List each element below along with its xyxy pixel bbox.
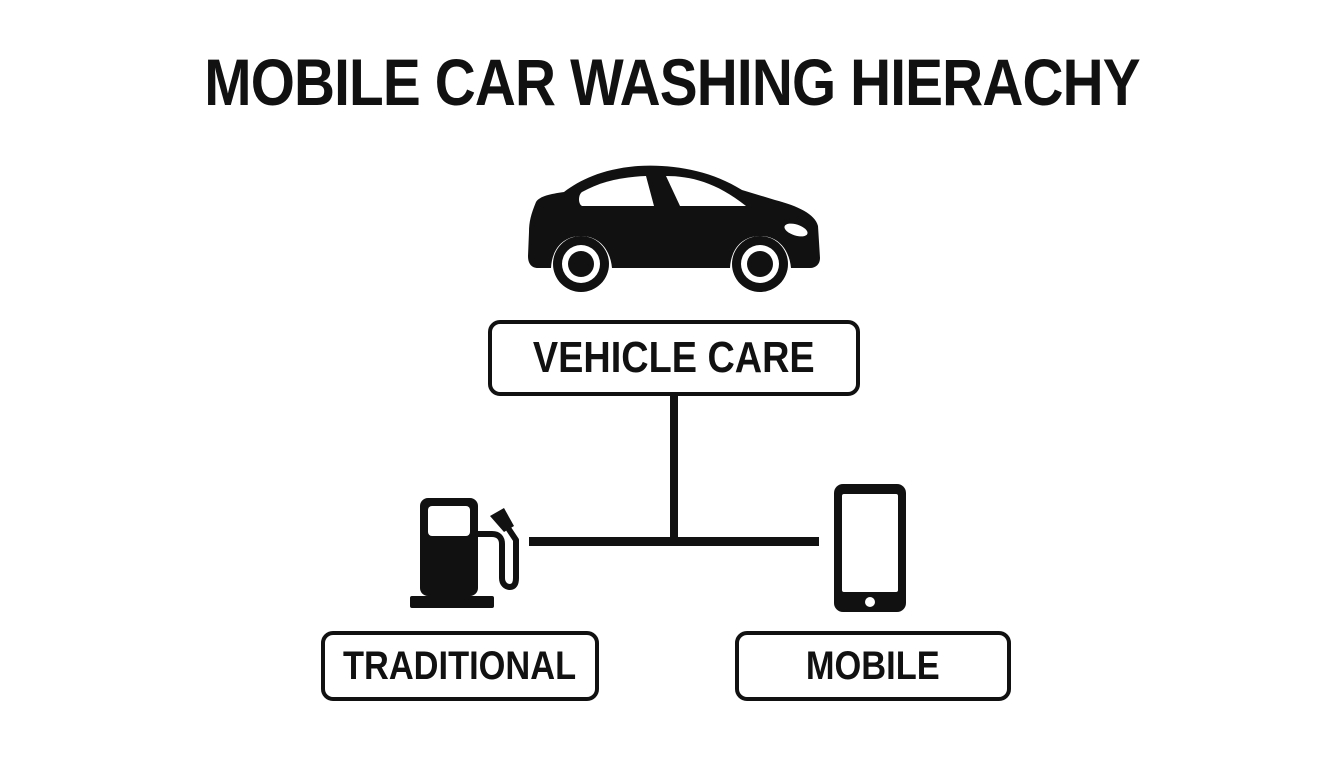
node-vehicle-care-label: VEHICLE CARE [533, 333, 815, 382]
node-mobile: MOBILE [735, 631, 1011, 701]
diagram-title: MOBILE CAR WASHING HIERACHY [204, 45, 1140, 119]
connector-vertical [670, 396, 678, 544]
node-mobile-label: MOBILE [806, 643, 940, 688]
car-icon [528, 165, 820, 292]
fuel-pump-icon [410, 498, 519, 608]
connector-horizontal [529, 537, 819, 546]
smartphone-icon [834, 484, 906, 612]
node-vehicle-care: VEHICLE CARE [488, 320, 860, 396]
node-traditional: TRADITIONAL [321, 631, 599, 701]
node-traditional-label: TRADITIONAL [343, 643, 577, 688]
